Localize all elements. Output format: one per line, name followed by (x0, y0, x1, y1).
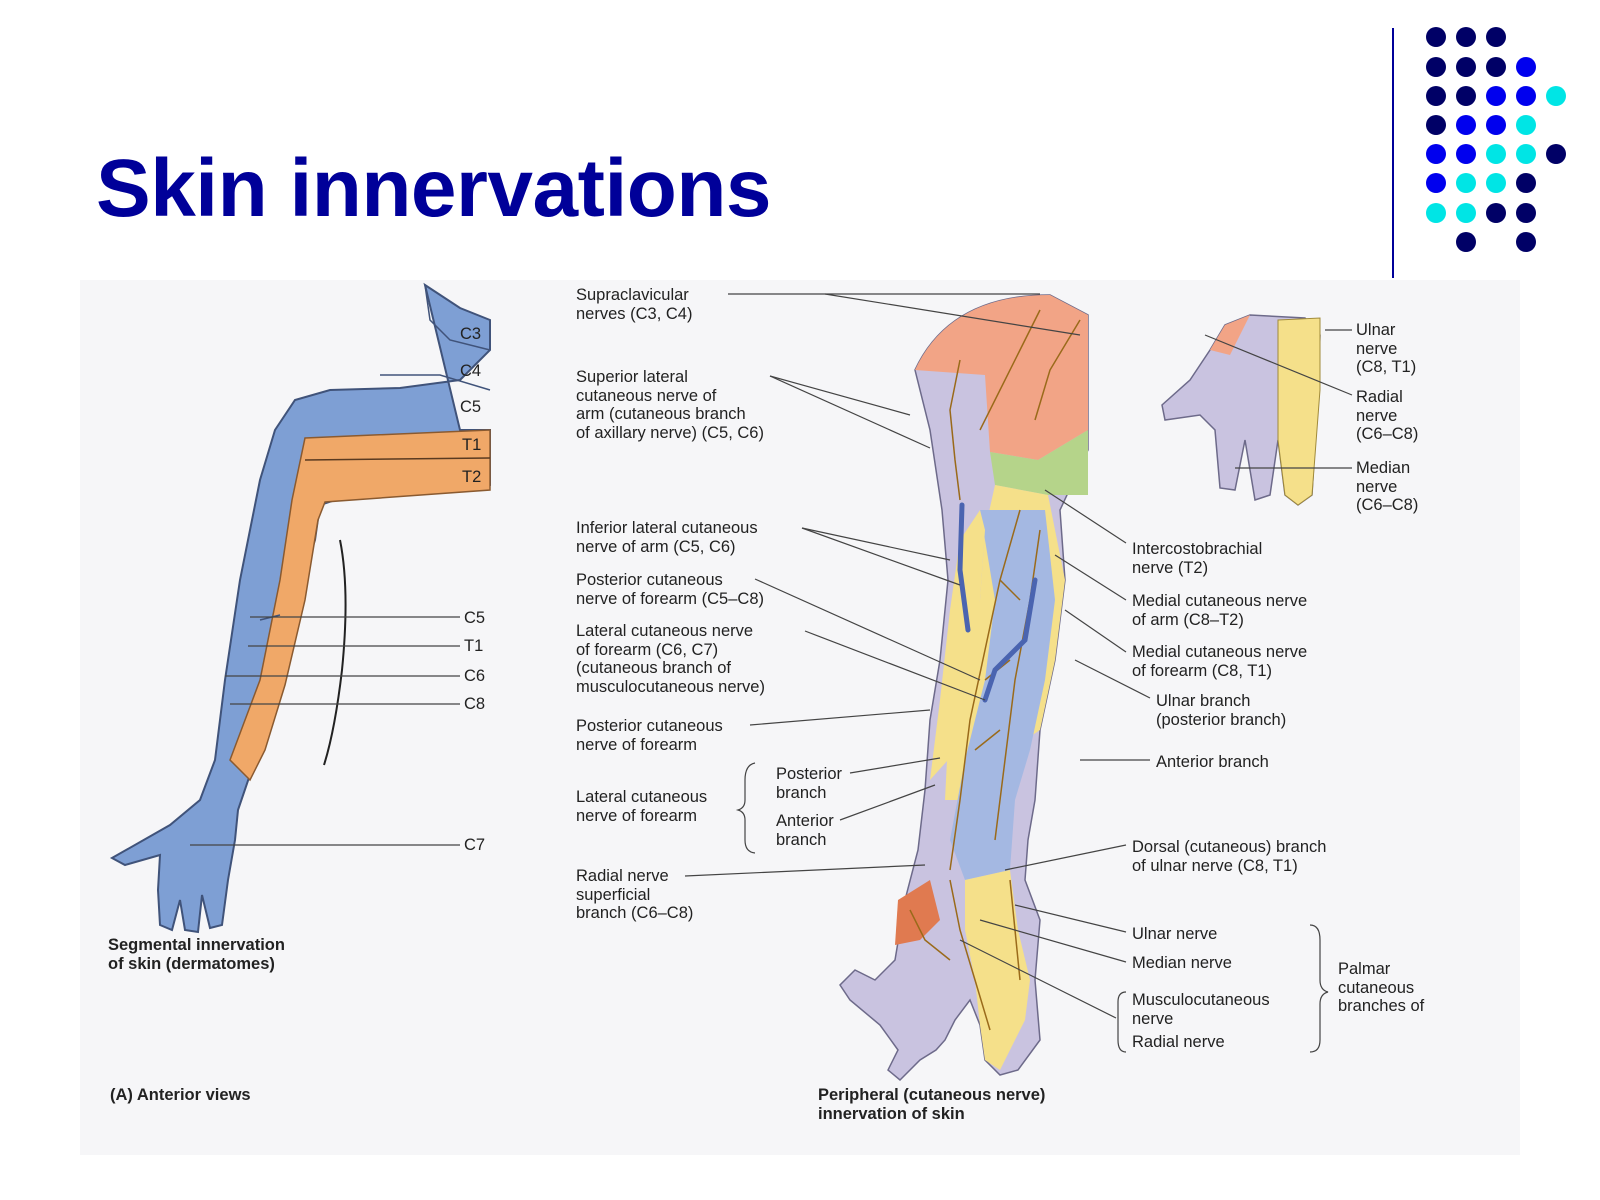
label-median-nerve: Median nerve (1132, 954, 1232, 972)
dermatome-label-c5-upper: C5 (460, 398, 482, 416)
label-ulnar-branch: Ulnar branch (posterior branch) (1156, 692, 1287, 729)
dermatome-label-c7: C7 (464, 836, 486, 854)
label-ulnar-hand: Ulnar nerve (C8, T1) (1356, 321, 1417, 376)
figure-artwork (109, 282, 1353, 1082)
label-superior-lateral: Superior lateral cutaneous nerve of arm … (576, 368, 764, 442)
label-radial-superficial: Radial nerve superficial branch (C6–C8) (576, 867, 694, 922)
dermatome-label-c5: C5 (464, 609, 486, 627)
decorative-dot-grid (1426, 27, 1566, 252)
dot-pattern (1426, 27, 1566, 252)
label-lateral-cutaneous-forearm-short: Lateral cutaneous nerve of forearm (576, 788, 708, 825)
label-inferior-lateral: Inferior lateral cutaneous nerve of arm … (576, 519, 758, 556)
label-anterior-branch-left: Anterior branch (776, 812, 834, 849)
views-caption: (A) Anterior views (110, 1086, 251, 1104)
dermatome-label-c6: C6 (464, 667, 486, 685)
label-medial-cutaneous-forearm: Medial cutaneous nerve of forearm (C8, T… (1132, 643, 1308, 680)
dermatome-arm-illustration (109, 282, 491, 934)
label-posterior-cutaneous-forearm-c5c8: Posterior cutaneous nerve of forearm (C5… (576, 571, 764, 608)
right-caption: Peripheral (cutaneous nerve) innervation… (818, 1086, 1046, 1123)
label-intercostobrachial: Intercostobrachial nerve (T2) (1132, 540, 1263, 577)
label-ulnar-nerve: Ulnar nerve (1132, 925, 1218, 943)
dermatome-label-t1: T1 (464, 637, 484, 655)
label-medial-cutaneous-arm: Medial cutaneous nerve of arm (C8–T2) (1132, 592, 1308, 629)
dermatome-label-c3: C3 (460, 325, 482, 343)
label-radial-nerve: Radial nerve (1132, 1033, 1225, 1051)
label-median-hand: Median nerve (C6–C8) (1356, 459, 1419, 514)
slide-title: Skin innervations (96, 143, 772, 234)
dermatome-label-t2: T2 (462, 468, 482, 486)
dermatome-label-c4: C4 (460, 362, 482, 380)
hand-illustration (1161, 314, 1321, 506)
left-caption: Segmental innervation of skin (dermatome… (108, 936, 285, 973)
leader-lines (190, 293, 1353, 1053)
peripheral-nerve-arm-illustration (839, 294, 1089, 1082)
label-radial-hand: Radial nerve (C6–C8) (1356, 388, 1419, 443)
dermatome-label-c8: C8 (464, 695, 486, 713)
label-posterior-branch: Posterior branch (776, 765, 843, 802)
label-anterior-branch: Anterior branch (1156, 753, 1269, 771)
label-supraclavicular: Supraclavicular nerves (C3, C4) (576, 286, 693, 323)
label-musculocutaneous: Musculocutaneous nerve (1132, 991, 1270, 1028)
label-dorsal-ulnar: Dorsal (cutaneous) branch of ulnar nerve… (1132, 838, 1327, 875)
label-posterior-cutaneous-forearm: Posterior cutaneous nerve of forearm (576, 717, 723, 754)
anatomy-figure: C3 C4 C5 T1 T2 C5 T1 C6 C8 C7 Segmental … (80, 280, 1520, 1155)
label-lateral-cutaneous-forearm: Lateral cutaneous nerve of forearm (C6, … (576, 622, 765, 696)
label-palmar-cutaneous: Palmar cutaneous branches of (1338, 960, 1425, 1015)
dermatome-label-t1-upper: T1 (462, 436, 482, 454)
title-divider-line (1392, 28, 1394, 278)
